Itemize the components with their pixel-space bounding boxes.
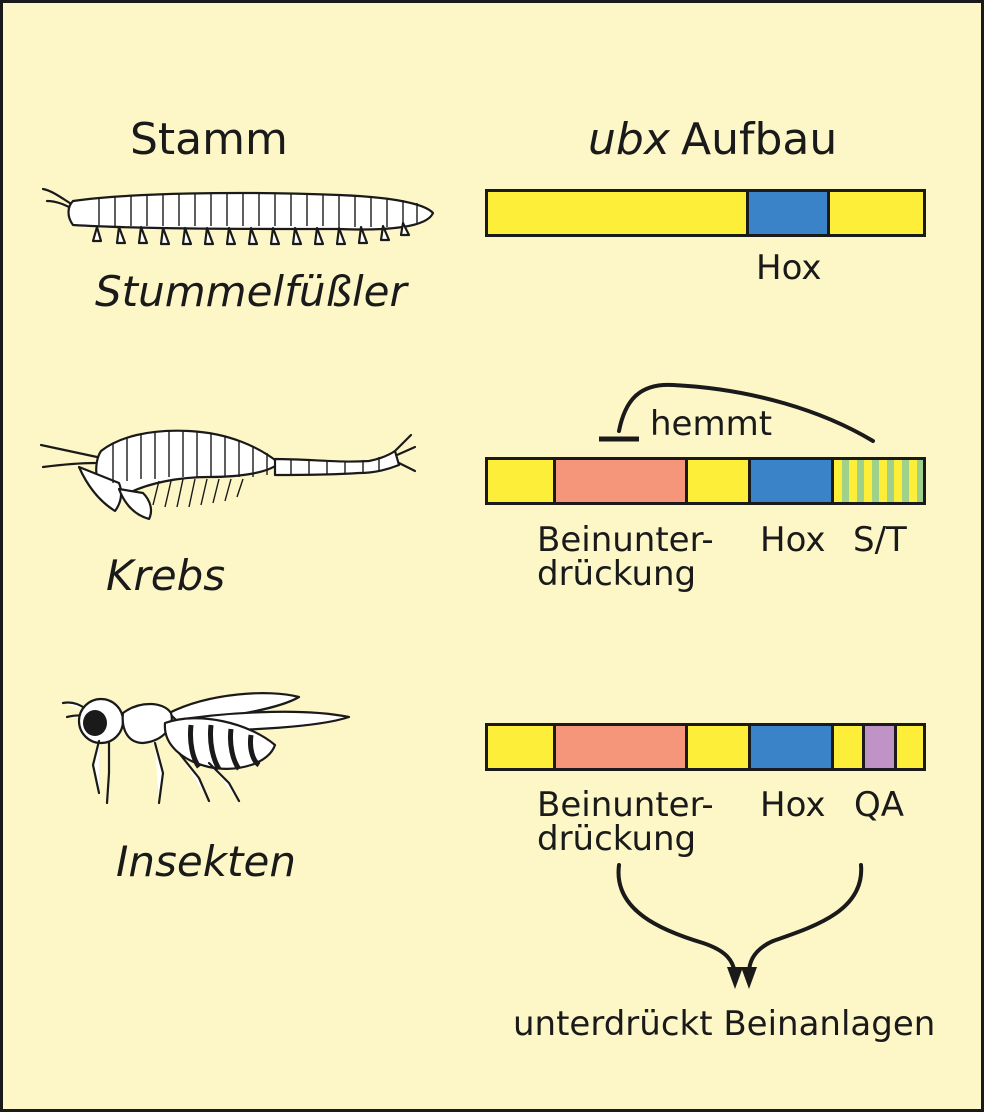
yellow-segment [897,726,923,768]
hox-label-row2: Hox [760,520,826,560]
yellow-segment [488,460,556,502]
ubx-gene-bar-insekten [485,723,926,771]
st-stripe-segment [834,460,923,502]
stamm-header: Stamm [130,114,288,165]
leg-suppression-segment [556,460,688,502]
qa-label: QA [854,785,905,825]
organism-name-insekten: Insekten [116,837,296,886]
result-label: unterdrückt Beinanlagen [513,1004,936,1044]
ubx-gene-label: ubx [588,114,670,165]
inhibition-arrow [599,382,875,443]
yellow-segment [488,192,749,234]
st-label: S/T [853,520,907,560]
qa-segment [865,726,897,768]
velvet-worm-icon [41,187,435,246]
aufbau-header: Aufbau [681,114,838,165]
hox-segment [749,192,830,234]
leg-suppression-segment [556,726,688,768]
yellow-segment [830,192,923,234]
leg-suppression-label-row2: Beinunter- drückung [537,520,714,594]
hox-segment [751,460,834,502]
yellow-segment [688,726,751,768]
ubx-gene-bar-krebs [485,457,926,505]
organism-name-krebs: Krebs [106,551,226,600]
hox-label-row3: Hox [760,785,826,825]
organism-name-stummelfuessler: Stummelfüßler [95,267,407,316]
yellow-segment [488,726,556,768]
leg-suppression-label-row3: Beinunter- drückung [537,785,714,859]
insect-icon [61,692,351,805]
yellow-segment [834,726,865,768]
hemmt-label: hemmt [650,404,773,444]
hox-label-row1: Hox [756,248,822,288]
converging-arrows [616,863,864,989]
hox-segment [751,726,834,768]
yellow-segment [688,460,751,502]
crustacean-icon [39,429,417,521]
ubx-gene-bar-stummelfuessler [485,189,926,237]
